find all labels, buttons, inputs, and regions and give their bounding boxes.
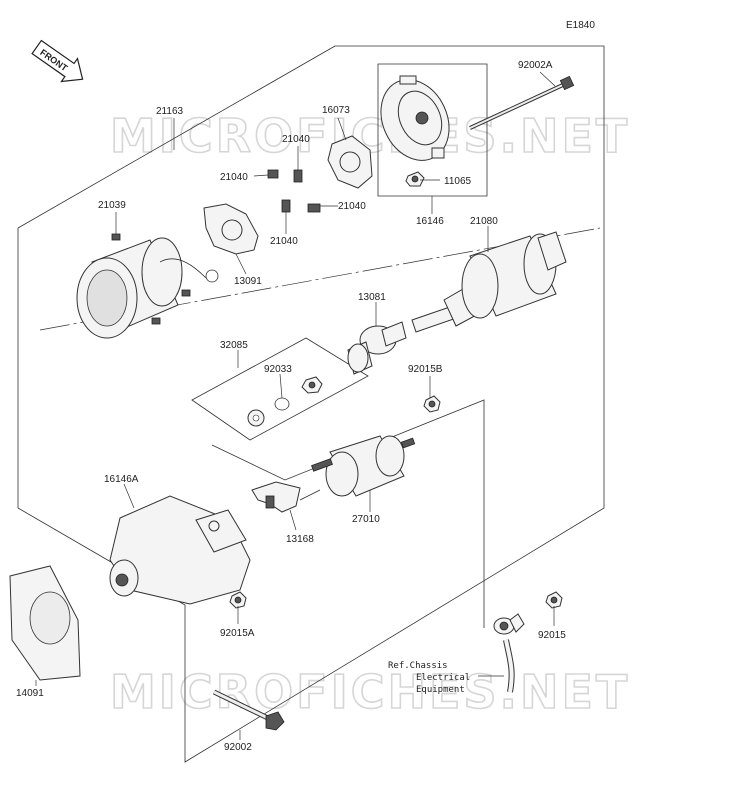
- part-labels: 21163 92002A 16073 21040 21040 21040 210…: [16, 60, 566, 753]
- label-16146A: 16146A: [104, 474, 139, 485]
- label-21040-b: 21040: [220, 172, 248, 183]
- reference-note-line-3: Equipment: [416, 685, 465, 695]
- assembly-outline: [17, 45, 605, 763]
- brush-holder-group-outline: [377, 63, 488, 197]
- nut-92015A: [229, 591, 247, 609]
- reference-note-line-2: Electrical: [416, 673, 470, 683]
- label-92002A: 92002A: [518, 60, 553, 71]
- label-92015A: 92015A: [220, 628, 255, 639]
- nut-92033-b: [301, 376, 323, 394]
- label-92015: 92015: [538, 630, 566, 641]
- label-32085: 32085: [220, 340, 248, 351]
- leader-lines: [35, 71, 556, 740]
- diagram-code: E1840: [566, 20, 595, 31]
- brush-plate-16073: [327, 135, 373, 189]
- yoke-21039: [76, 233, 219, 339]
- front-direction-arrow: FRONT: [31, 39, 84, 83]
- pinion-clutch-13081: [347, 321, 407, 375]
- kit-32085-outline: [191, 337, 369, 441]
- label-11065: 11065: [444, 176, 472, 187]
- label-21040-a: 21040: [282, 134, 310, 145]
- spring-21040-a: [267, 169, 279, 179]
- label-16073: 16073: [322, 105, 350, 116]
- nut-11065: [405, 171, 425, 187]
- shift-lever-13168: [251, 481, 301, 513]
- washer-92033-a: [247, 409, 265, 427]
- nut-92015B: [423, 395, 441, 413]
- through-bolt-92002A: [469, 75, 575, 130]
- rear-bracket-16146: [380, 75, 450, 161]
- brush-holder-13091: [203, 203, 259, 255]
- spring-21040-d: [307, 203, 321, 213]
- label-21039: 21039: [98, 200, 126, 211]
- ring-92033: [274, 397, 290, 411]
- solenoid-group-outline: [211, 399, 485, 628]
- watermark-bottom: MICROFICHES.NET: [110, 665, 630, 719]
- armature-21080: [411, 231, 567, 333]
- reference-note-line-1: Ref.Chassis: [388, 661, 448, 671]
- bolt-92002: [212, 689, 285, 731]
- solenoid-27010: [299, 435, 416, 501]
- label-13081: 13081: [358, 292, 386, 303]
- label-21080: 21080: [470, 216, 498, 227]
- cover-14091: [9, 565, 81, 681]
- label-27010: 27010: [352, 514, 380, 525]
- cable-terminal: [493, 613, 525, 693]
- label-13168: 13168: [286, 534, 314, 545]
- spring-21040-b: [293, 169, 303, 183]
- reference-note: Ref.Chassis Electrical Equipment: [388, 661, 470, 695]
- nut-92015: [545, 591, 563, 609]
- label-13091: 13091: [234, 276, 262, 287]
- label-21040-c: 21040: [338, 201, 366, 212]
- label-16146: 16146: [416, 216, 444, 227]
- label-92002: 92002: [224, 742, 252, 753]
- label-14091: 14091: [16, 688, 44, 699]
- spring-21040-c: [281, 199, 291, 213]
- label-21163: 21163: [156, 106, 184, 117]
- front-housing-16146A: [109, 495, 251, 605]
- label-92033: 92033: [264, 364, 292, 375]
- label-21040-d: 21040: [270, 236, 298, 247]
- label-92015B: 92015B: [408, 364, 443, 375]
